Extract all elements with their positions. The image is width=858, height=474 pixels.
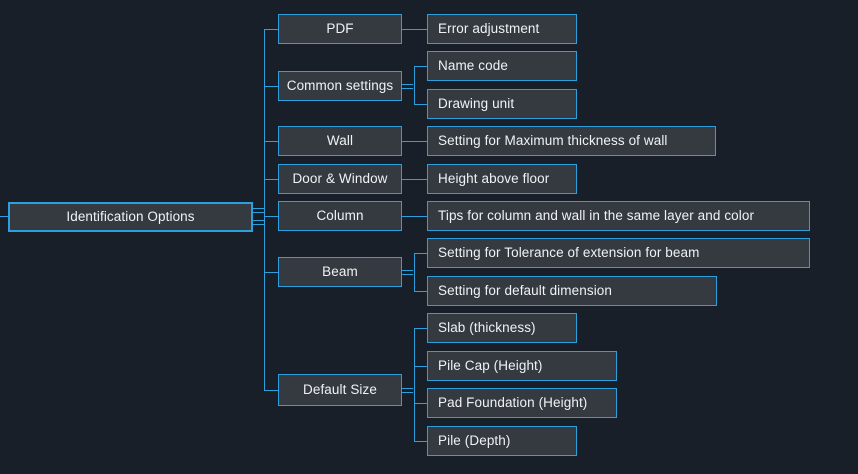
- node-pdf-label: PDF: [326, 21, 354, 37]
- connector-beam-tolerance: [414, 253, 427, 254]
- node-column-wall-tips-label: Tips for column and wall in the same lay…: [438, 208, 755, 224]
- branch-stub-common-settings: [264, 86, 278, 87]
- branch-stub-door-window: [264, 179, 278, 180]
- node-pdf[interactable]: PDF: [278, 14, 402, 44]
- root-collapse-tick-4[interactable]: [253, 224, 264, 225]
- connector-common-settings-drawing-unit: [414, 104, 427, 105]
- node-beam[interactable]: Beam: [278, 257, 402, 287]
- connector-default-size-slab: [414, 328, 427, 329]
- branch-stub-pdf: [264, 29, 278, 30]
- beam-tick-1[interactable]: [402, 270, 413, 271]
- root-collapse-tick-3[interactable]: [253, 220, 264, 221]
- connector-common-settings-name-code: [414, 66, 427, 67]
- branch-stub-column: [264, 216, 278, 217]
- node-column-label: Column: [316, 208, 364, 224]
- node-default-size[interactable]: Default Size: [278, 374, 402, 406]
- node-beam-label: Beam: [322, 264, 358, 280]
- node-height-above-floor[interactable]: Height above floor: [427, 164, 577, 194]
- root-collapse-tick-1[interactable]: [253, 208, 264, 209]
- node-beam-tolerance[interactable]: Setting for Tolerance of extension for b…: [427, 238, 810, 268]
- node-door-window[interactable]: Door & Window: [278, 164, 402, 194]
- node-beam-tolerance-label: Setting for Tolerance of extension for b…: [438, 245, 700, 261]
- node-common-settings[interactable]: Common settings: [278, 71, 402, 101]
- connector-door-window-out: [402, 179, 427, 180]
- node-error-adjustment-label: Error adjustment: [438, 21, 540, 37]
- node-drawing-unit-label: Drawing unit: [438, 96, 515, 112]
- branch-stub-beam: [264, 272, 278, 273]
- node-pad-foundation-height-label: Pad Foundation (Height): [438, 395, 588, 411]
- node-wall-label: Wall: [326, 133, 354, 149]
- node-pile-cap-height[interactable]: Pile Cap (Height): [427, 351, 617, 381]
- node-slab-thickness[interactable]: Slab (thickness): [427, 313, 577, 343]
- beam-tick-2[interactable]: [402, 274, 413, 275]
- node-max-thickness-wall-label: Setting for Maximum thickness of wall: [438, 133, 668, 149]
- node-wall[interactable]: Wall: [278, 126, 402, 156]
- node-drawing-unit[interactable]: Drawing unit: [427, 89, 577, 119]
- default-size-tick-1[interactable]: [402, 388, 413, 389]
- node-height-above-floor-label: Height above floor: [438, 171, 550, 187]
- connector-common-settings-spine: [414, 66, 415, 104]
- connector-default-size-spine: [414, 328, 415, 441]
- common-settings-tick-1[interactable]: [402, 84, 413, 85]
- node-error-adjustment[interactable]: Error adjustment: [427, 14, 577, 44]
- node-column[interactable]: Column: [278, 201, 402, 231]
- node-root-label: Identification Options: [66, 209, 195, 225]
- node-name-code-label: Name code: [438, 58, 508, 74]
- node-beam-default-dimension-label: Setting for default dimension: [438, 283, 613, 299]
- connector-default-size-pad-foundation: [414, 403, 427, 404]
- connector-beam-spine: [414, 253, 415, 291]
- common-settings-tick-2[interactable]: [402, 88, 413, 89]
- node-common-settings-label: Common settings: [286, 78, 394, 94]
- trunk-line: [264, 29, 265, 390]
- node-root[interactable]: Identification Options: [8, 202, 253, 232]
- connector-pdf-out: [402, 29, 427, 30]
- branch-stub-wall: [264, 141, 278, 142]
- node-name-code[interactable]: Name code: [427, 51, 577, 81]
- default-size-tick-2[interactable]: [402, 392, 413, 393]
- node-beam-default-dimension[interactable]: Setting for default dimension: [427, 276, 717, 306]
- node-max-thickness-wall[interactable]: Setting for Maximum thickness of wall: [427, 126, 716, 156]
- node-column-wall-tips[interactable]: Tips for column and wall in the same lay…: [427, 201, 810, 231]
- branch-stub-default-size: [264, 390, 278, 391]
- node-default-size-label: Default Size: [303, 382, 377, 398]
- node-pile-depth[interactable]: Pile (Depth): [427, 426, 577, 456]
- root-collapse-tick-2[interactable]: [253, 212, 264, 213]
- node-pad-foundation-height[interactable]: Pad Foundation (Height): [427, 388, 617, 418]
- connector-wall-out: [402, 141, 427, 142]
- node-pile-depth-label: Pile (Depth): [438, 433, 511, 449]
- connector-default-size-pile: [414, 441, 427, 442]
- root-left-stub: [0, 216, 8, 217]
- node-pile-cap-height-label: Pile Cap (Height): [438, 358, 543, 374]
- connector-beam-default-dim: [414, 291, 427, 292]
- node-door-window-label: Door & Window: [292, 171, 388, 187]
- node-slab-thickness-label: Slab (thickness): [438, 320, 536, 336]
- connector-default-size-pile-cap: [414, 366, 427, 367]
- connector-column-out: [402, 216, 427, 217]
